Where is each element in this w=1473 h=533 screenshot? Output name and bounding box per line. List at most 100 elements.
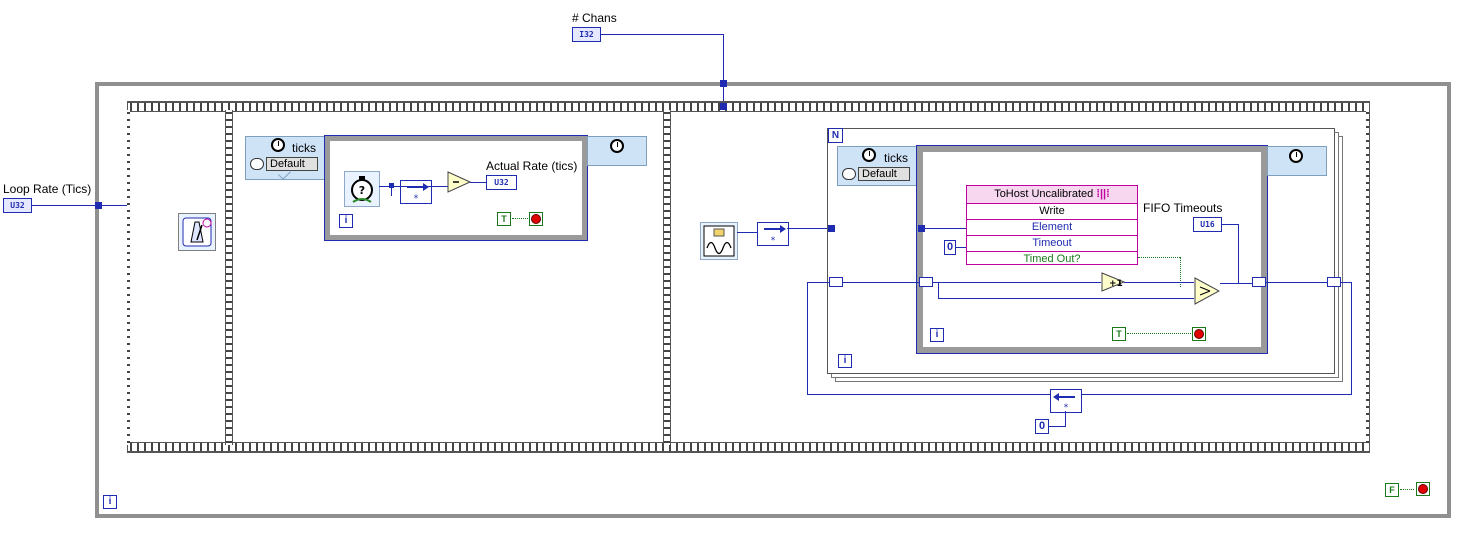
clock-icon-right-1 [610, 139, 624, 153]
fifo-write-node[interactable]: ToHost Uncalibrated ⁞||⁞ Write Element T… [966, 185, 1138, 265]
chans-terminal[interactable]: I32 [572, 27, 601, 42]
metronome-icon [182, 217, 212, 247]
stopwatch-icon: ? [351, 176, 373, 203]
tunnel-for-wave [828, 225, 835, 232]
wire-stopwatch-out [379, 186, 392, 187]
init-constant[interactable]: 0 [1035, 419, 1049, 434]
feedback-node-1[interactable]: * [400, 180, 432, 204]
ticks-label-2: ticks [884, 151, 908, 165]
wire-inc-out [1124, 282, 1194, 283]
feedback-node-2[interactable]: * [757, 222, 789, 246]
timed-frame2-while-loop[interactable] [324, 135, 588, 241]
wire-sr-bypass-v [938, 282, 939, 299]
shift-reg-timed-left[interactable] [919, 277, 933, 287]
timed-loop-stop-terminal[interactable] [1192, 327, 1206, 341]
wire-true2-stop [1127, 333, 1191, 334]
wire-sr-bypass-h [938, 298, 1194, 299]
clock-icon [271, 138, 285, 152]
false-constant[interactable]: F [1385, 483, 1399, 497]
tunnel-outer-chans [720, 80, 727, 87]
true-constant-1[interactable]: T [497, 212, 511, 226]
timed-loop-body[interactable] [916, 145, 1268, 354]
default-field-1-text: Default [270, 158, 305, 170]
frame2-iteration: i [339, 214, 353, 228]
wire-init-h [1049, 426, 1066, 427]
loop-rate-label: Loop Rate (Tics) [3, 182, 92, 196]
svg-text:*: * [1064, 403, 1069, 412]
tunnel-timed-wave [918, 225, 925, 232]
wire-true1-stop [512, 218, 528, 219]
default-field-1[interactable]: Default [266, 157, 318, 171]
for-loop-iteration: i [838, 354, 852, 368]
frame2-stop-terminal[interactable] [529, 212, 543, 226]
tunnel-loop-rate [95, 202, 102, 209]
subtract-node[interactable] [447, 171, 472, 196]
outer-while-loop[interactable] [95, 82, 1451, 518]
wire-timed-out-down [1180, 257, 1181, 287]
default-field-2-text: Default [862, 168, 897, 180]
feedback-back-arrow-icon: * [1053, 393, 1075, 413]
wire-outer-sr-down [1351, 282, 1352, 395]
wire-select-out [1220, 283, 1252, 284]
svg-text:?: ? [359, 184, 365, 197]
feedback-arrow-icon-2: * [764, 225, 786, 246]
frame-sep-right [1366, 110, 1369, 445]
wire-timeout [956, 247, 966, 248]
outer-stop-terminal[interactable] [1416, 482, 1430, 496]
select-node[interactable] [1194, 277, 1221, 308]
wire-shift-down [391, 186, 392, 196]
default-field-2[interactable]: Default [858, 167, 910, 181]
fifo-timeouts-terminal[interactable]: U16 [1193, 217, 1222, 232]
clock-icon-2 [862, 148, 876, 162]
fifo-timed-out[interactable]: Timed Out? [967, 251, 1137, 267]
film-top [128, 102, 1369, 112]
fifo-title: ToHost Uncalibrated ⁞||⁞ [967, 186, 1137, 203]
chans-label: # Chans [572, 11, 617, 25]
clock-source-icon-1 [250, 158, 264, 170]
clock-source-icon-2 [842, 168, 856, 180]
svg-text:*: * [771, 236, 776, 245]
wire-false-stop [1400, 489, 1414, 490]
wire-to-subtract [392, 186, 448, 187]
shift-reg-timed-right[interactable] [1252, 277, 1266, 287]
fifo-method: Write [967, 203, 1137, 219]
loop-rate-terminal[interactable]: U32 [3, 198, 32, 213]
stopwatch-node[interactable]: ? [344, 171, 380, 207]
timed-loop-iteration: i [930, 328, 944, 342]
feedback-node-3[interactable]: * [1050, 389, 1082, 413]
waveform-node[interactable] [700, 222, 738, 260]
fifo-icon: ⁞||⁞ [1096, 188, 1110, 200]
svg-text:+1: +1 [1109, 279, 1123, 289]
fifo-title-text: ToHost Uncalibrated [994, 188, 1094, 200]
svg-text:*: * [414, 194, 419, 203]
ticks-label-1: ticks [292, 141, 316, 155]
timeout-constant[interactable]: 0 [944, 240, 956, 255]
junction-stopwatch [389, 183, 394, 188]
clock-icon-right-2 [1289, 149, 1303, 163]
wire-fifo-timeouts-h [1221, 224, 1239, 225]
shift-reg-for-left[interactable] [829, 277, 843, 287]
wire-fifo-timeouts-v [1238, 224, 1239, 283]
wire-sr-right [1266, 282, 1327, 283]
true-constant-2[interactable]: T [1112, 327, 1126, 341]
wire-outer-left [807, 282, 829, 283]
wire-wave-to-fb [737, 232, 757, 233]
actual-rate-terminal[interactable]: U32 [486, 175, 517, 190]
subtract-icon [447, 171, 472, 193]
tunnel-seq-chans [720, 103, 727, 110]
increment-icon: +1 [1101, 272, 1126, 292]
shift-reg-for-right[interactable] [1327, 277, 1341, 287]
fifo-element[interactable]: Element [967, 219, 1137, 235]
outer-iteration-terminal: i [103, 495, 117, 509]
frame-sep-1 [225, 110, 233, 445]
increment-node[interactable]: +1 [1101, 272, 1126, 295]
select-icon [1194, 277, 1221, 305]
frame-sep-left [127, 110, 130, 445]
feedback-arrow-icon: * [407, 183, 429, 204]
wait-ticks-node[interactable] [178, 213, 216, 251]
fifo-timeout[interactable]: Timeout [967, 235, 1137, 251]
for-loop-count-terminal: N [828, 128, 843, 143]
wire-outer-sr-right [1341, 282, 1352, 283]
frame-sep-2 [663, 110, 671, 445]
wire-timed-out [1138, 257, 1180, 258]
